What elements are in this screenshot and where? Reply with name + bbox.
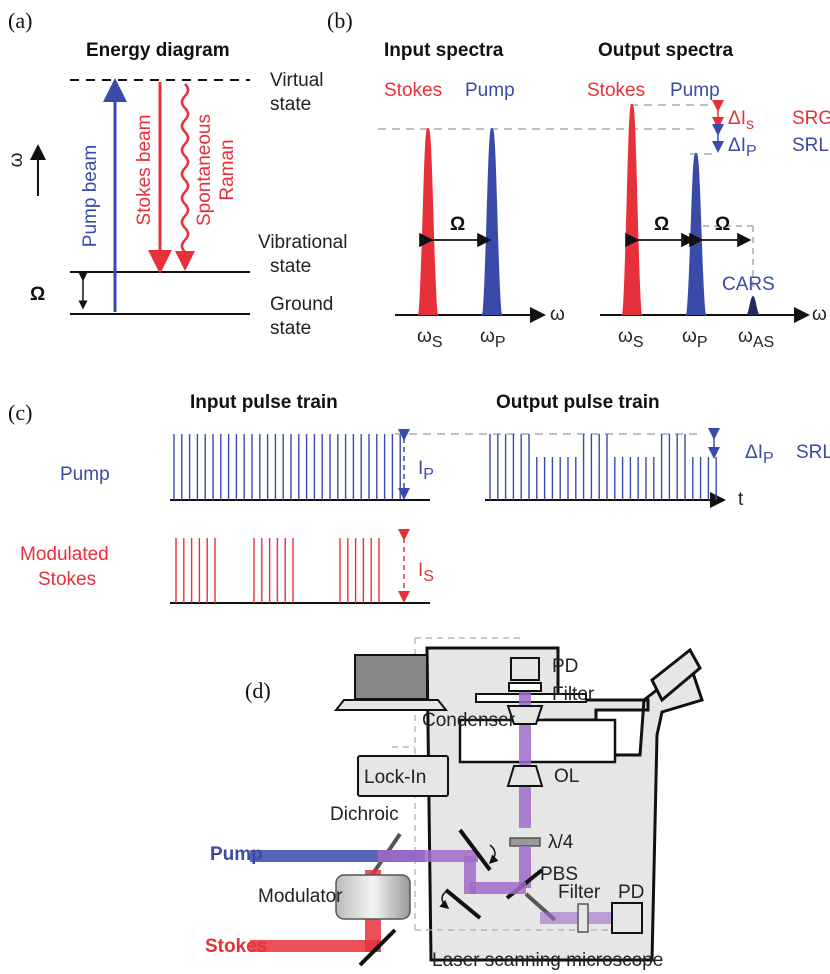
output-pump-peak xyxy=(685,152,707,316)
output-pump-label: Pump xyxy=(670,80,720,101)
stokes-mirror xyxy=(358,928,397,967)
output-pump-pulses xyxy=(489,434,717,500)
delta-ip-label: ΔIP xyxy=(728,135,757,160)
output-omega-p: ωP xyxy=(682,326,708,351)
is-label: IS xyxy=(418,560,434,585)
top-pd-label: PD xyxy=(552,656,578,677)
combined-beam-1 xyxy=(378,850,478,862)
output-omega-shift-label-1: Ω xyxy=(654,214,669,235)
lower-filter-label: Filter xyxy=(558,882,601,903)
pbs-label: PBS xyxy=(540,864,578,885)
objective-lens xyxy=(506,765,544,787)
top-filter xyxy=(508,682,542,692)
spontaneous-raman-arrow xyxy=(175,83,195,271)
ip-label: IP xyxy=(418,458,434,483)
combined-beam-3 xyxy=(470,882,526,894)
srl-label: SRL xyxy=(792,135,829,156)
top-filter-label: Filter xyxy=(552,684,595,705)
vibrational-state-label-1: Vibrational xyxy=(258,232,347,253)
input-omega-s: ωS xyxy=(417,326,443,351)
output-omega-axis-label: ω xyxy=(812,304,827,325)
scan-rotation-2 xyxy=(439,889,450,909)
beam-vertical-upper xyxy=(519,692,531,828)
input-pump-label: Pump xyxy=(465,80,515,101)
output-omega-as: ωAS xyxy=(738,326,774,351)
input-omega-p: ωP xyxy=(480,326,506,351)
output-pulse-train-title: Output pulse train xyxy=(496,392,660,413)
input-omega-shift-label: Ω xyxy=(450,214,465,235)
output-delta-ip-label: ΔIP xyxy=(745,442,774,467)
cars-peak xyxy=(746,296,760,315)
panel-d-label: (d) xyxy=(245,678,271,703)
omega-level-label: Ω xyxy=(30,284,45,305)
scan-mirror-2 xyxy=(444,888,482,920)
condenser-label: Condenser xyxy=(422,710,516,731)
vibrational-state-label-2: state xyxy=(270,256,311,277)
output-spectra-title: Output spectra xyxy=(598,40,734,61)
time-axis-label: t xyxy=(738,489,744,510)
panel-d: (d) PD Filter Condenser OL Lock-In λ/4 P… xyxy=(205,637,704,971)
ol-label: OL xyxy=(554,766,579,787)
input-omega-axis-label: ω xyxy=(550,304,565,325)
pump-beam-label: Pump beam xyxy=(80,145,101,247)
delta-is-label: ΔIs xyxy=(728,108,754,133)
scan-rotation-1 xyxy=(488,844,499,865)
microscope-label: Laser scanning microscope xyxy=(432,950,663,971)
pump-row-label: Pump xyxy=(60,464,110,485)
output-stokes-label: Stokes xyxy=(587,80,645,101)
input-spectra-title: Input spectra xyxy=(384,40,504,61)
modulated-stokes-label-1: Modulated xyxy=(20,544,109,565)
panel-c-label: (c) xyxy=(8,400,32,425)
condenser-lens xyxy=(506,705,544,725)
laptop-screen xyxy=(354,654,428,700)
stokes-pulses xyxy=(175,538,380,603)
input-pump-peak xyxy=(481,127,503,316)
lock-in-box xyxy=(357,755,449,797)
panel-a-label: (a) xyxy=(8,8,32,33)
output-stokes-peak xyxy=(621,103,643,316)
ground-state-label-1: Ground xyxy=(270,294,333,315)
omega-axis-label: ω xyxy=(6,152,27,167)
panel-b-label: (b) xyxy=(327,8,353,33)
energy-diagram-title: Energy diagram xyxy=(86,40,230,61)
lower-photodiode xyxy=(611,902,643,934)
lock-in-label: Lock-In xyxy=(364,767,426,788)
stokes-beam-in xyxy=(250,940,380,952)
lower-pd-label: PD xyxy=(618,882,644,903)
input-pump-pulses xyxy=(173,434,401,500)
input-stokes-label: Stokes xyxy=(384,80,442,101)
spontaneous-raman-label-1: Spontaneous xyxy=(194,114,215,226)
stokes-beam-label: Stokes beam xyxy=(134,115,155,226)
srg-label: SRG xyxy=(792,108,830,129)
modulator-body xyxy=(335,874,411,920)
modulator-label: Modulator xyxy=(258,886,343,907)
top-photodiode xyxy=(510,657,540,681)
pump-input-label: Pump xyxy=(210,844,263,865)
modulated-stokes-label-2: Stokes xyxy=(38,569,96,590)
laptop-base xyxy=(333,699,449,711)
spontaneous-raman-label-2: Raman xyxy=(217,139,238,200)
quarter-wave-plate xyxy=(509,837,541,847)
output-srl-label: SRL xyxy=(796,442,830,463)
ground-state-label-2: state xyxy=(270,318,311,339)
beam-vertical-lower xyxy=(519,846,531,888)
cars-label: CARS xyxy=(722,274,775,295)
lower-filter xyxy=(577,903,589,933)
output-omega-s: ωS xyxy=(618,326,644,351)
virtual-state-label-2: state xyxy=(270,94,311,115)
output-omega-shift-label-2: Ω xyxy=(715,214,730,235)
eyepiece xyxy=(650,647,702,703)
panel-b: (b) Input spectra Output spectra Stokes … xyxy=(327,8,830,351)
virtual-state-label-1: Virtual xyxy=(270,70,324,91)
lambda4-label: λ/4 xyxy=(548,832,574,853)
sample-chamber xyxy=(458,718,617,764)
dichroic-label: Dichroic xyxy=(330,804,399,825)
input-pulse-train-title: Input pulse train xyxy=(190,392,338,413)
panel-a: (a) Energy diagram Virtual state Vibrati… xyxy=(6,8,347,339)
panel-c: (c) Input pulse train Output pulse train… xyxy=(8,392,830,604)
stokes-input-label: Stokes xyxy=(205,936,267,957)
scan-mirror-1 xyxy=(458,828,492,872)
input-stokes-peak xyxy=(417,127,439,316)
